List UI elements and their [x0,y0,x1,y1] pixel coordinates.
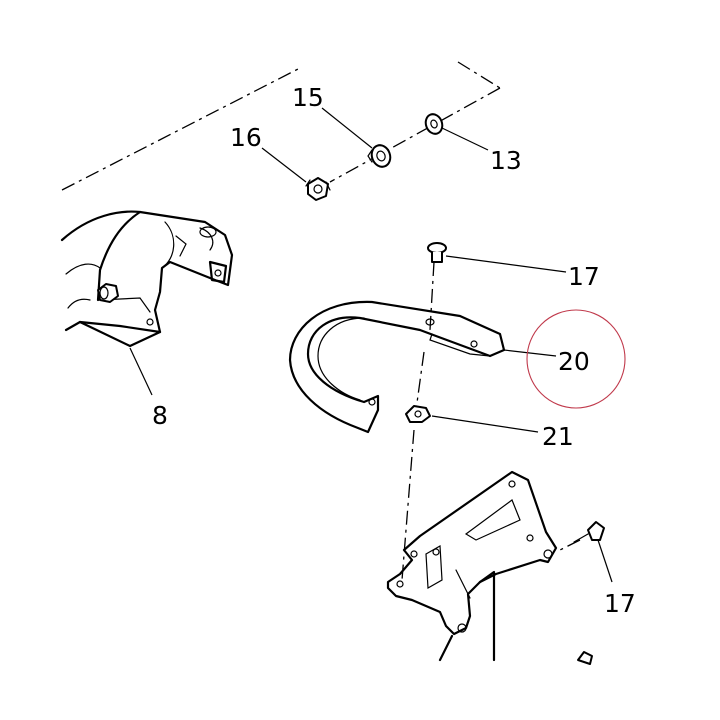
callout-17-lower: 17 [604,589,636,618]
highlight-circle-20 [526,309,626,409]
part-16-nut-clip[interactable] [305,177,331,201]
leader-lines [129,107,613,583]
callout-17-upper: 17 [568,262,600,291]
callout-8: 8 [152,401,168,430]
callout-13: 13 [490,146,522,175]
part-17-bolt-upper[interactable] [427,242,447,263]
callout-16: 16 [230,123,262,152]
partial-part-bottom [577,651,593,665]
assembly-axis-lines [61,61,581,581]
callout-15: 15 [292,83,324,112]
part-13-washer[interactable] [423,112,445,136]
callout-21: 21 [542,422,574,451]
part-20-grab-rail[interactable] [288,300,506,434]
part-21-nut[interactable] [405,405,431,423]
bracket-lower[interactable] [386,470,558,662]
part-15-grommet[interactable] [367,143,393,170]
part-8-cover[interactable] [60,210,234,348]
callout-20: 20 [558,347,590,376]
part-17-bolt-lower[interactable] [573,521,605,543]
